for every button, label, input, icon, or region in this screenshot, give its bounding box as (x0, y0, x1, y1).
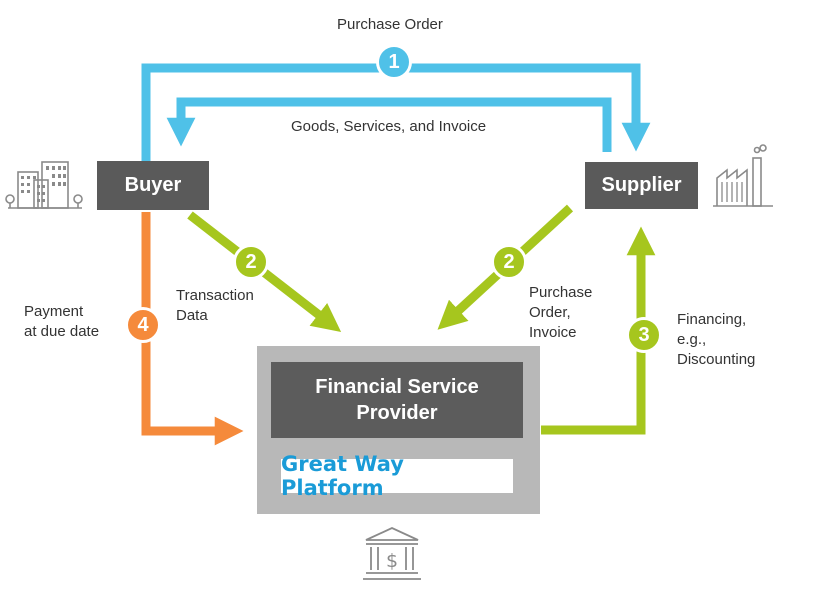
step-2-buyer-badge: 2 (233, 244, 269, 280)
payment-arrow (141, 212, 244, 446)
step-2-supplier-badge: 2 (491, 244, 527, 280)
goods-invoice-arrow (166, 97, 612, 152)
step-2-supplier-number: 2 (503, 250, 515, 273)
platform-label-box: Great Way Platform (281, 452, 513, 500)
factory-icon (713, 144, 773, 207)
step-1-badge: 1 (376, 44, 412, 80)
supplier-label: Supplier (601, 174, 682, 196)
supplier-node: Supplier (585, 162, 698, 209)
svg-text:$: $ (386, 550, 398, 572)
step-1-number: 1 (388, 50, 400, 73)
step-3-number: 3 (638, 323, 650, 346)
purchase-order-arrow (141, 63, 651, 163)
transaction-data-label: Transaction Data (176, 287, 254, 324)
payment-label: Payment at due date (24, 303, 100, 340)
step-2-buyer-number: 2 (245, 250, 257, 273)
goods-services-invoice-label: Goods, Services, and Invoice (291, 118, 487, 135)
purchase-order-invoice-label: Purchase Order, Invoice (529, 284, 593, 341)
financing-label: Financing, e.g., Discounting (677, 311, 756, 368)
platform-label: Great Way Platform (281, 452, 404, 500)
buyer-label: Buyer (124, 174, 182, 196)
office-buildings-icon (5, 161, 83, 209)
buyer-node: Buyer (97, 161, 209, 210)
step-3-badge: 3 (626, 317, 662, 353)
provider-label: Financial Service Provider (315, 376, 479, 424)
financial-service-provider-node: Financial Service Provider (271, 362, 523, 438)
financing-arrow (541, 226, 656, 435)
bank-icon: $ (363, 527, 421, 580)
purchase-order-label: Purchase Order (337, 16, 443, 33)
step-4-number: 4 (137, 313, 149, 336)
step-4-badge: 4 (125, 307, 161, 343)
